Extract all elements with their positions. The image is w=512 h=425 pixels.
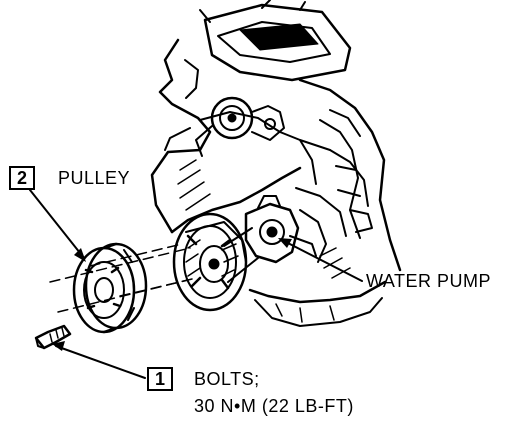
assembly-centerlines [49,243,197,313]
water-pump-label: WATER PUMP [366,271,491,291]
bolt [34,324,72,350]
arrowhead-bolt [52,341,65,351]
water-pump [244,195,317,264]
pulley [72,242,148,334]
arrowheads [52,238,292,351]
arrowhead-pulley [74,248,86,262]
bolt-torque-spec: 30 N•M (22 LB-FT) [194,396,354,416]
leader-lines [29,189,363,379]
pulley-label: PULLEY [58,168,131,188]
arrowhead-water-pump [278,238,292,248]
engine-block [150,0,402,327]
bolts-label: BOLTS; [194,369,260,389]
pump-hub [172,212,259,312]
callout-number-bolts: 1 [147,367,173,391]
callout-number-pulley: 2 [9,166,35,190]
